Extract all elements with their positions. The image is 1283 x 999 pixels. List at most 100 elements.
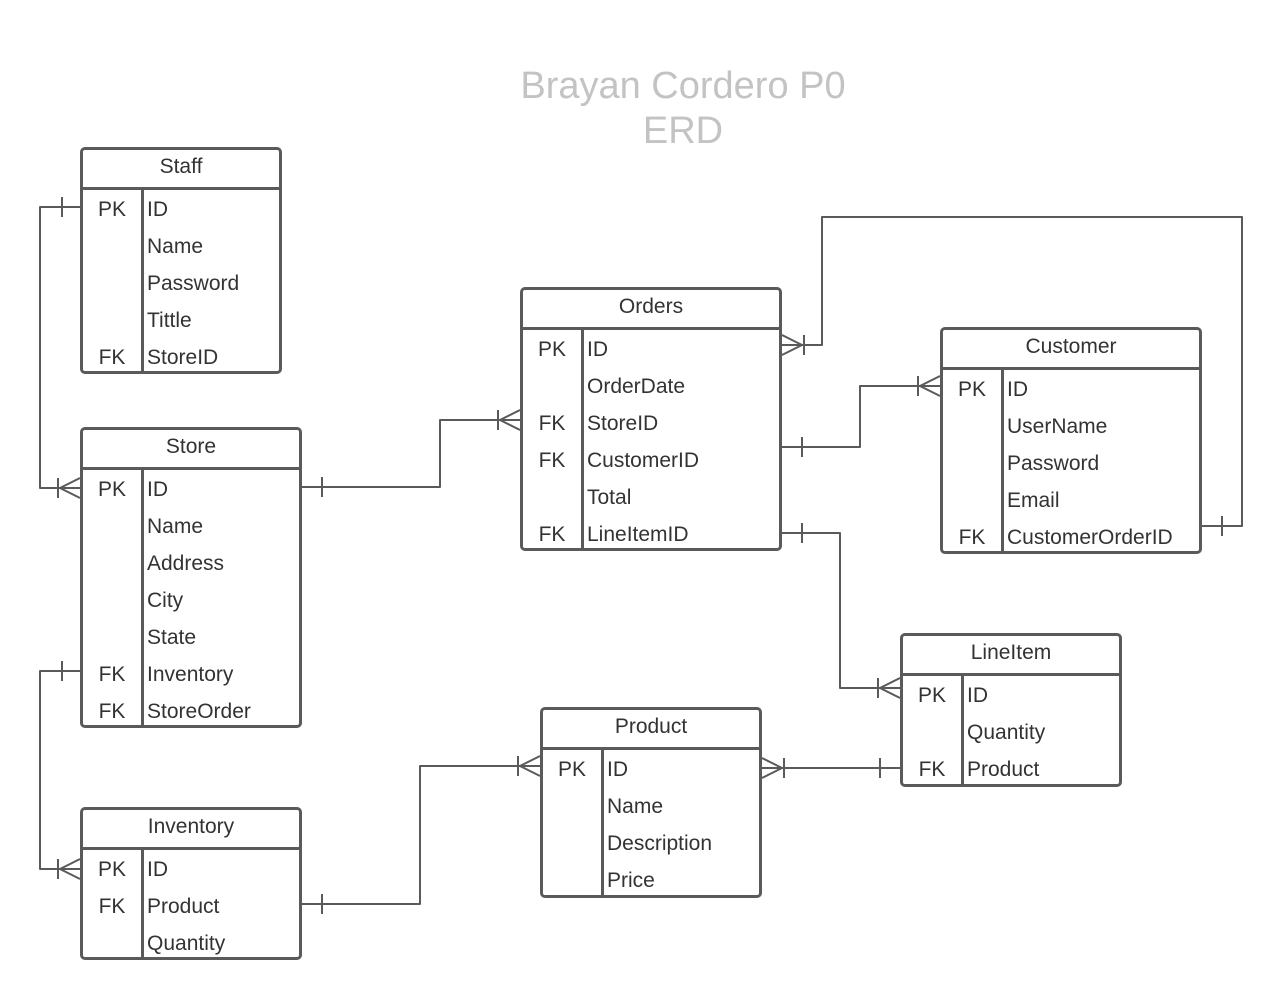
attribute-row[interactable]: UserName bbox=[943, 408, 1199, 445]
attribute-name: Password bbox=[147, 271, 240, 295]
key-marker: PK bbox=[97, 857, 126, 881]
attribute-name: Email bbox=[1007, 488, 1060, 512]
attribute-row[interactable]: Name bbox=[83, 228, 279, 265]
attribute-name: Inventory bbox=[147, 662, 234, 686]
many-cardinality-marker bbox=[519, 755, 541, 777]
attribute-row[interactable]: City bbox=[83, 582, 299, 619]
attribute-row[interactable]: Total bbox=[523, 479, 779, 516]
key-marker: FK bbox=[98, 894, 126, 918]
entity-header: Product bbox=[543, 710, 759, 750]
attribute-name: OrderDate bbox=[587, 374, 686, 398]
attribute-row[interactable]: Password bbox=[83, 265, 279, 302]
attribute-row[interactable]: Email bbox=[943, 482, 1199, 519]
attribute-row[interactable]: Description bbox=[543, 825, 759, 862]
key-marker: PK bbox=[537, 337, 566, 361]
attribute-row[interactable]: Price bbox=[543, 862, 759, 895]
diagram-title-block: Brayan Cordero P0 ERD bbox=[433, 64, 933, 154]
attribute-name: ID bbox=[147, 477, 168, 501]
attribute-row[interactable]: FK Inventory bbox=[83, 656, 299, 693]
attribute-name: LineItemID bbox=[587, 522, 689, 546]
key-column-divider bbox=[601, 750, 604, 895]
entity-header: Orders bbox=[523, 290, 779, 330]
many-cardinality-marker bbox=[781, 334, 803, 356]
attribute-name: Quantity bbox=[967, 720, 1046, 744]
attribute-row[interactable]: Quantity bbox=[83, 925, 299, 957]
attribute-row[interactable]: PK ID bbox=[903, 677, 1119, 714]
attribute-row[interactable]: FK StoreOrder bbox=[83, 693, 299, 725]
attribute-name: Name bbox=[147, 514, 204, 538]
attribute-name: Tittle bbox=[147, 308, 192, 332]
attribute-row[interactable]: FK Product bbox=[83, 888, 299, 925]
key-marker: FK bbox=[98, 699, 126, 723]
attribute-name: Product bbox=[147, 894, 220, 918]
attribute-name: UserName bbox=[1007, 414, 1108, 438]
many-cardinality-marker bbox=[59, 858, 81, 880]
diagram-title: Brayan Cordero P0 bbox=[520, 65, 846, 107]
attribute-name: CustomerOrderID bbox=[1007, 525, 1173, 549]
attribute-name: CustomerID bbox=[587, 448, 700, 472]
attribute-name: ID bbox=[147, 857, 168, 881]
many-cardinality-marker bbox=[499, 409, 521, 431]
entity-header: Staff bbox=[83, 150, 279, 190]
attribute-row[interactable]: PK ID bbox=[83, 851, 299, 888]
key-marker: PK bbox=[557, 757, 586, 781]
attribute-name: ID bbox=[587, 337, 608, 361]
key-column-divider bbox=[141, 190, 144, 371]
entity-header: LineItem bbox=[903, 636, 1119, 676]
attribute-row[interactable]: Password bbox=[943, 445, 1199, 482]
key-column-divider bbox=[141, 850, 144, 957]
attribute-row[interactable]: Name bbox=[83, 508, 299, 545]
attribute-name: Address bbox=[147, 551, 225, 575]
attribute-row[interactable]: PK ID bbox=[523, 331, 779, 368]
many-cardinality-marker bbox=[919, 375, 941, 397]
entity-header: Store bbox=[83, 430, 299, 470]
connector-orders-lineitem bbox=[782, 532, 900, 689]
diagram-subtitle: ERD bbox=[642, 110, 724, 152]
key-marker: FK bbox=[538, 411, 566, 435]
attribute-row[interactable]: OrderDate bbox=[523, 368, 779, 405]
key-marker: FK bbox=[918, 757, 946, 781]
attribute-name: Product bbox=[967, 757, 1040, 781]
attribute-row[interactable]: FK Product bbox=[903, 751, 1119, 784]
attribute-name: Total bbox=[587, 485, 632, 509]
attribute-row[interactable]: Address bbox=[83, 545, 299, 582]
attribute-row[interactable]: Name bbox=[543, 788, 759, 825]
attribute-name: ID bbox=[967, 683, 988, 707]
many-cardinality-marker bbox=[879, 677, 901, 699]
connector-orders-customer bbox=[782, 385, 940, 448]
attribute-row[interactable]: Tittle bbox=[83, 302, 279, 339]
attribute-row[interactable]: Quantity bbox=[903, 714, 1119, 751]
many-cardinality-marker bbox=[59, 477, 81, 499]
key-marker: PK bbox=[917, 683, 946, 707]
attribute-name: City bbox=[147, 588, 184, 612]
many-cardinality-marker bbox=[761, 757, 783, 779]
attribute-name: ID bbox=[607, 757, 628, 781]
key-marker: FK bbox=[98, 662, 126, 686]
attribute-row[interactable]: State bbox=[83, 619, 299, 656]
key-column-divider bbox=[961, 676, 964, 784]
attribute-name: StoreOrder bbox=[147, 699, 251, 723]
attribute-row[interactable]: PK ID bbox=[543, 751, 759, 788]
